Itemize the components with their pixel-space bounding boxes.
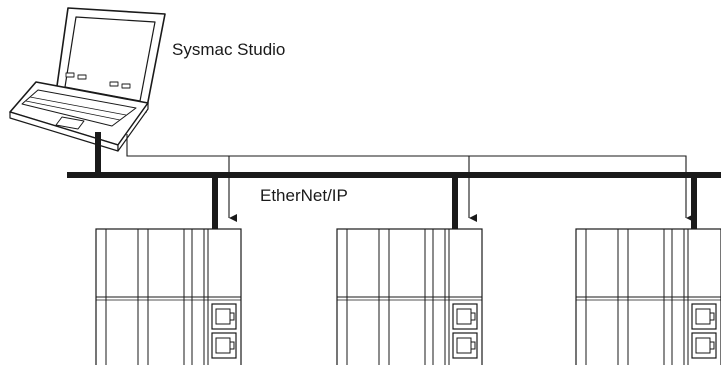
controller-2-drop [452, 176, 458, 229]
controller-3 [575, 228, 721, 365]
controller-1 [95, 228, 242, 365]
ethernet-bus [67, 172, 721, 178]
laptop-network-drop [95, 132, 101, 173]
controller-3-drop [691, 176, 697, 229]
controller-1-drop [212, 176, 218, 229]
controller-2 [336, 228, 483, 365]
communication-path [126, 134, 694, 222]
network-label: EtherNet/IP [260, 186, 348, 205]
laptop-icon [9, 7, 166, 152]
software-label: Sysmac Studio [172, 40, 285, 59]
